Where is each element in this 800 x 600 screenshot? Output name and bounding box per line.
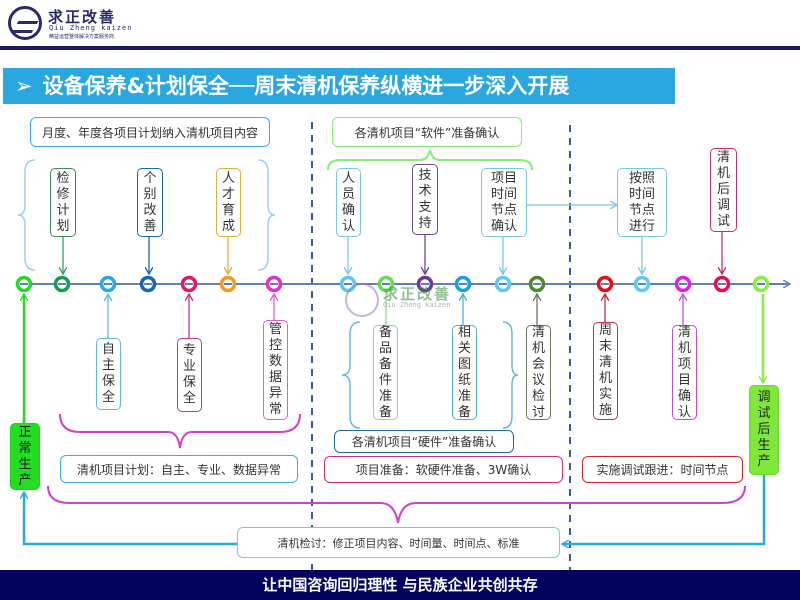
step-cleaning-meeting-review: 清机会议检讨 <box>526 325 551 420</box>
post-debug-production-box: 调试后生产 <box>749 385 779 475</box>
step-individual-improvement: 个别改善 <box>137 168 163 237</box>
step-data-anomaly-control: 管控数据异常 <box>263 320 288 420</box>
company-logo: 求正改善 Qiu Zheng kaizen 精益运营整体解决方案服务商 <box>8 4 138 44</box>
bullet-arrow-icon: ➢ <box>15 74 33 98</box>
step-maintenance-plan: 检修计划 <box>50 168 76 237</box>
logo-name: 求正改善 <box>48 8 117 26</box>
step-follow-schedule: 按照时间节点进行 <box>617 168 667 237</box>
slide-title: ➢ 设备保养&计划保全──周末清机保养纵横进一步深入开展 <box>3 68 675 104</box>
review-brace <box>47 485 746 524</box>
step-tech-support: 技术支持 <box>412 164 438 235</box>
hardware-left-brace <box>341 321 361 429</box>
step-personnel-confirm: 人员确认 <box>336 168 361 237</box>
step-drawings-prep: 相关图纸准备 <box>452 325 477 420</box>
normal-production-box: 正常生产 <box>10 423 40 490</box>
step-post-clean-debug: 清机后调试 <box>710 148 737 232</box>
header-divider <box>0 46 800 50</box>
logo-pinyin: Qiu Zheng kaizen <box>49 24 133 32</box>
software-brace <box>327 149 533 171</box>
slide-title-text: 设备保养&计划保全──周末清机保养纵横进一步深入开展 <box>42 74 570 98</box>
footer-slogan: 让中国咨询回归理性 与民族企业共创共存 <box>0 570 800 600</box>
software-prep-box: 各清机项目“软件”准备确认 <box>332 117 522 147</box>
summary-plan-box: 清机项目计划：自主、专业、数据异常 <box>60 455 298 483</box>
step-professional-maintenance: 专业保全 <box>177 338 202 412</box>
logo-tagline: 精益运营整体解决方案服务商 <box>49 34 115 40</box>
step-talent-development: 人才育成 <box>216 168 241 237</box>
step-cleaning-item-confirm: 清机项目确认 <box>672 325 697 420</box>
hardware-prep-box: 各清机项目“硬件”准备确认 <box>334 430 514 453</box>
step-weekend-cleaning: 周末清机实施 <box>593 322 618 420</box>
step-autonomous-maintenance: 自主保全 <box>96 338 121 410</box>
right-brace <box>257 159 276 271</box>
summary-exec-box: 实施调试跟进：时间节点 <box>582 456 743 483</box>
plan-brace <box>59 413 301 449</box>
step-schedule-confirm: 项目时间节点确认 <box>481 168 527 237</box>
review-box: 清机检讨：修正项目内容、时间量、时间点、标准 <box>237 527 560 558</box>
step-spare-parts-prep: 备品备件准备 <box>373 325 398 420</box>
logo-emblem-icon <box>8 6 42 40</box>
summary-prep-box: 项目准备：软硬件准备、3W确认 <box>324 456 563 483</box>
hardware-right-brace <box>502 321 519 429</box>
plan-inclusion-box: 月度、年度各项目计划纳入清机项目内容 <box>30 117 270 147</box>
left-brace <box>17 159 36 271</box>
